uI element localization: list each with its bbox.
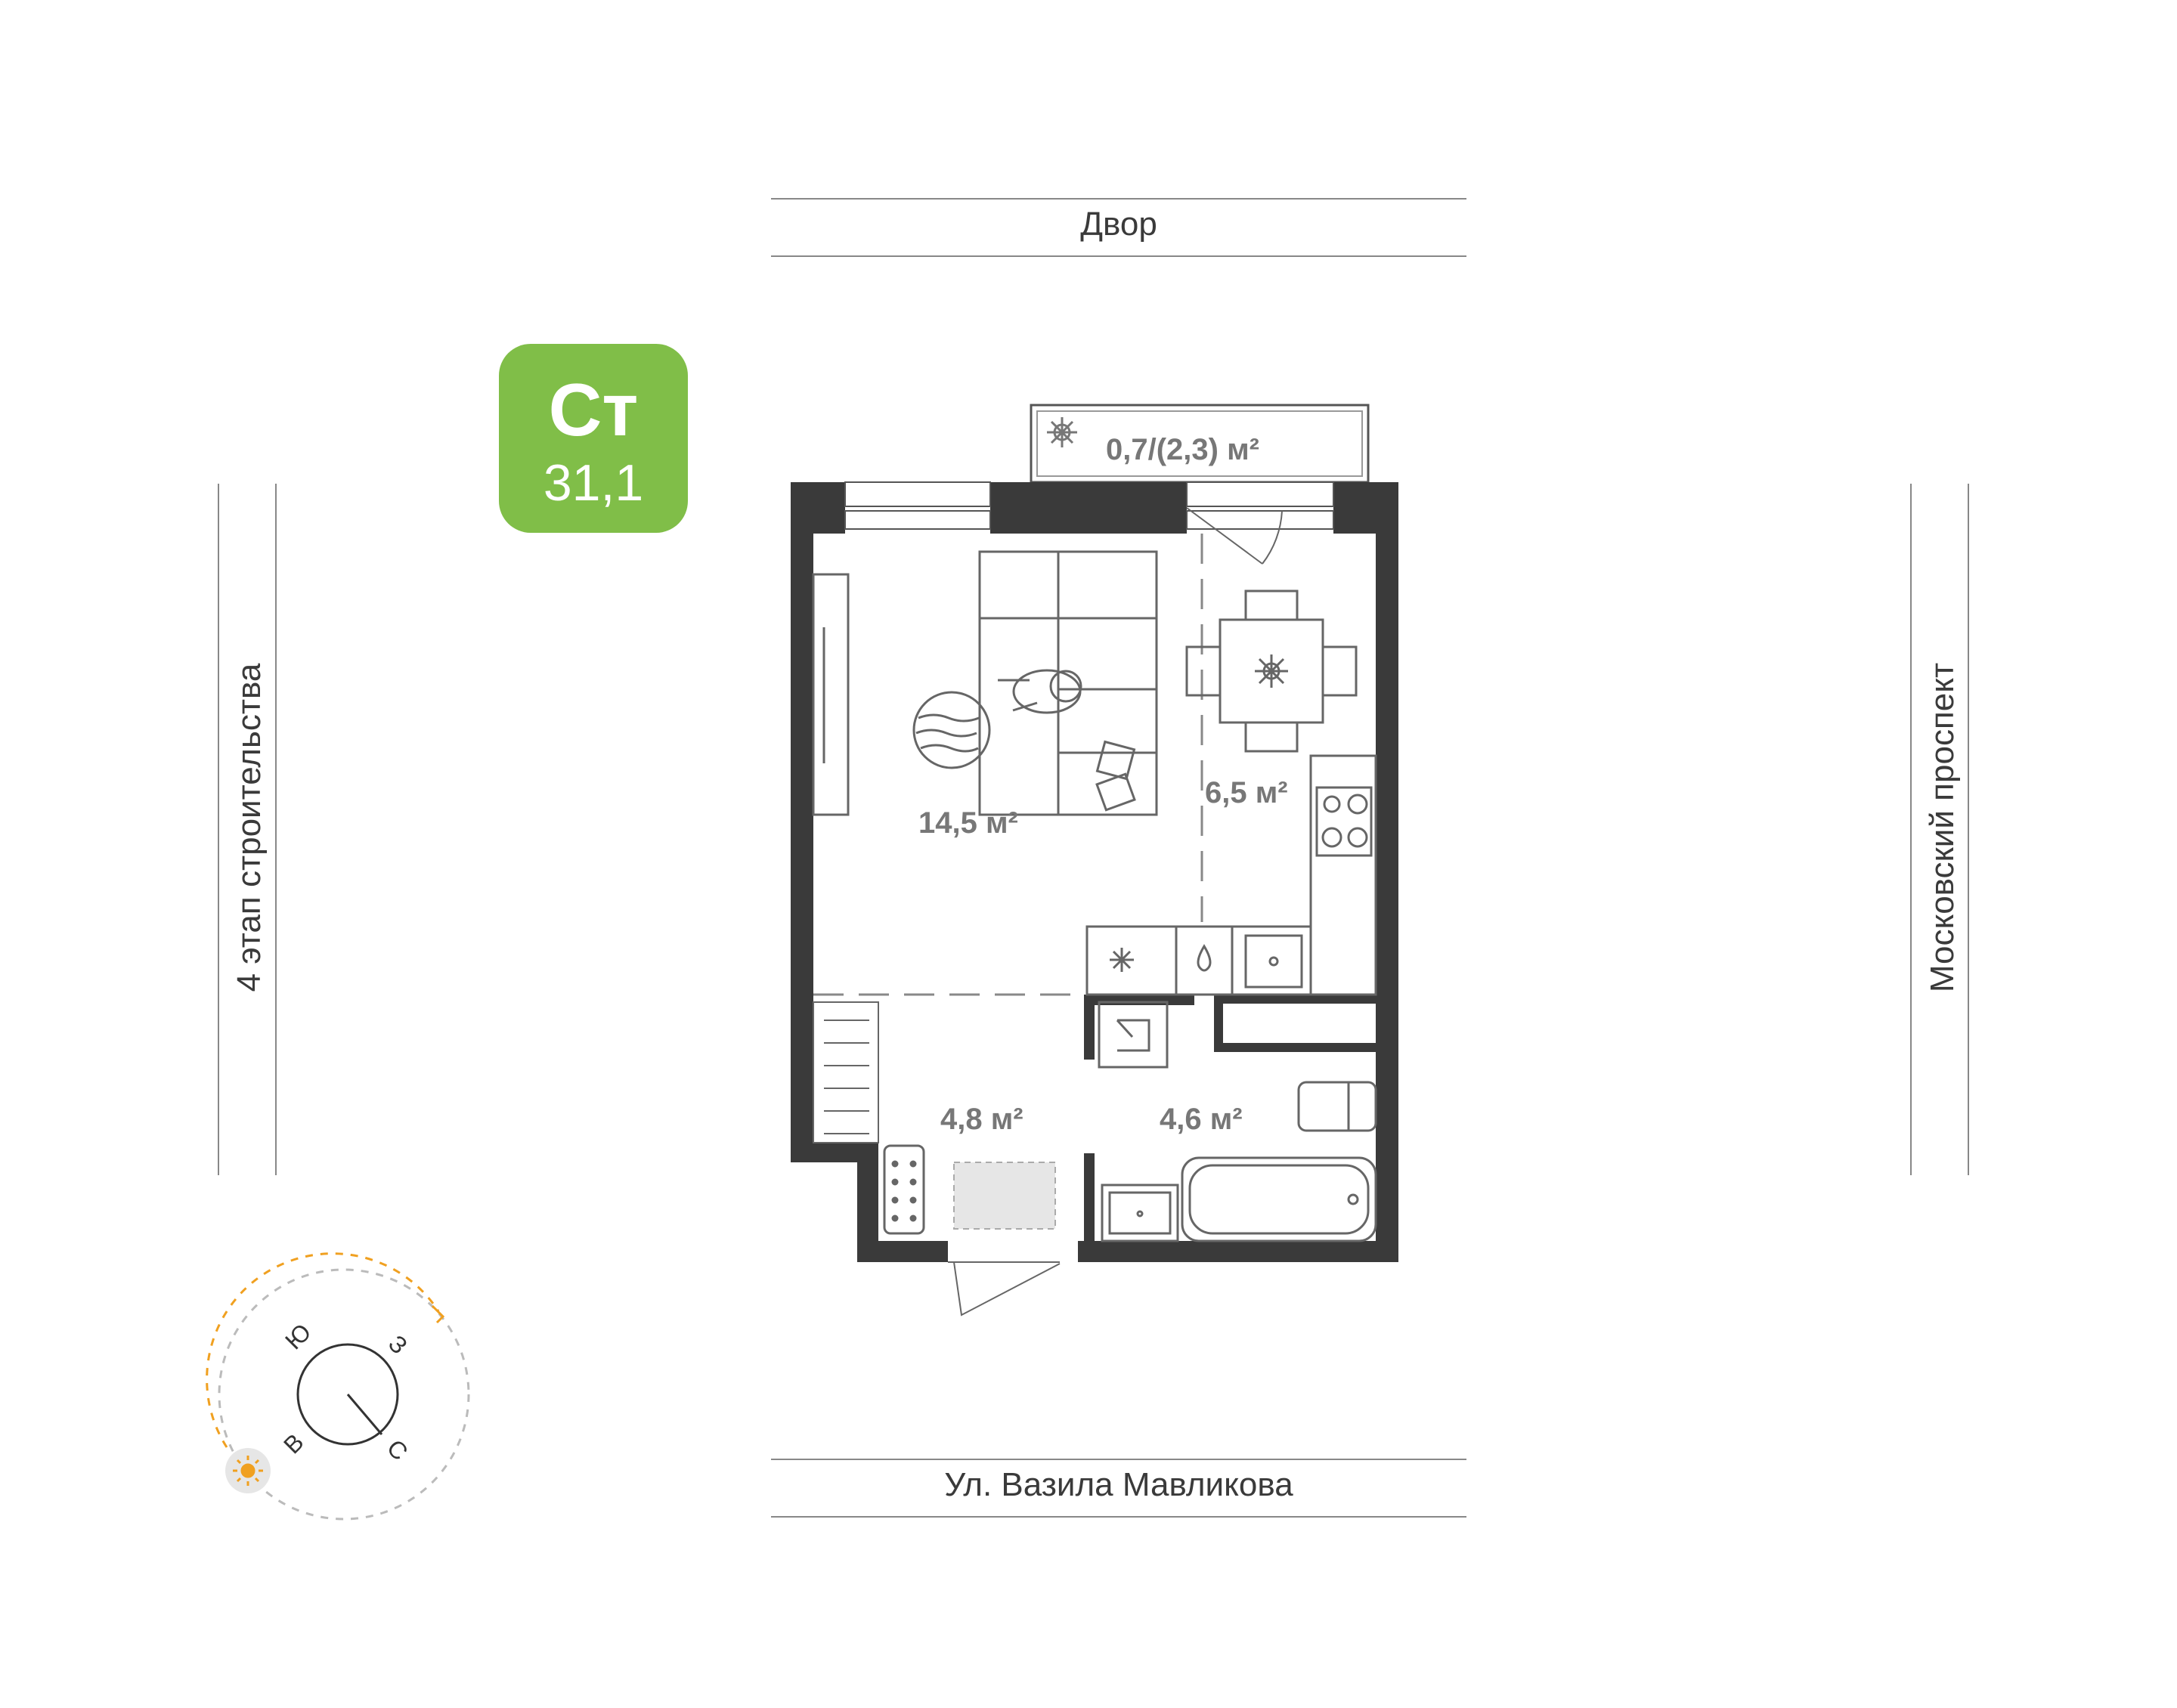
bathroom-fixtures [1098,1001,1377,1242]
bathroom-area: 4,6 м² [1160,1103,1243,1136]
bottom-street-label: Ул. Вазила Мавликова [944,1466,1293,1503]
left-street-line-outer [218,484,219,1175]
apartment-type-badge: Ст 31,1 [499,344,688,533]
kitchen-counter [1085,754,1377,996]
compass-west: З [383,1329,413,1359]
apartment-total-area: 31,1 [543,454,644,512]
compass-needle [346,1394,383,1435]
top-street-line-lower [771,255,1466,257]
table-flower-icon [1255,654,1288,688]
shoe-rack [883,1144,925,1235]
sun-arrow-icon [431,1304,445,1324]
sun-icon [233,1456,263,1486]
bottom-street-line-upper [771,1459,1466,1460]
top-street-line-upper [771,198,1466,200]
balcony-door [1186,507,1283,565]
dining-table [1185,589,1358,753]
zone-separators [813,534,1203,996]
balcony: 0,7/(2,3) м² [1030,404,1370,484]
hall-wardrobe [813,1001,879,1143]
compass-dial [296,1343,399,1446]
compass-south: Ю [280,1318,316,1354]
dishwasher-drop-icon [1197,944,1212,972]
sofa [978,550,1158,816]
compass: Ю З В С [206,1252,470,1521]
person-figure [998,669,1082,714]
round-rug [912,691,991,769]
door-mat [953,1162,1056,1230]
balcony-plant-icon [1047,417,1077,447]
hall-area: 4,8 м² [940,1103,1023,1136]
compass-east: В [278,1428,309,1459]
kitchen-area: 6,5 м² [1205,776,1288,809]
walls [791,482,1398,1262]
top-street-label: Двор [1080,206,1157,243]
balcony-area: 0,7/(2,3) м² [1106,433,1259,466]
entrance-door [948,1261,1061,1317]
compass-north: С [382,1434,413,1465]
fridge-snowflake-icon [1110,948,1134,972]
windows [844,481,1334,530]
apartment-type-label: Ст [548,368,639,451]
bottom-street-line-lower [771,1516,1466,1518]
sun-path-circle [218,1268,470,1521]
right-street-line-inner [1968,484,1969,1175]
right-street-line-outer [1910,484,1912,1175]
tv-stand [812,573,850,816]
sun-path-arc [206,1252,440,1448]
left-street-line-inner [275,484,277,1175]
living-room-area: 14,5 м² [918,806,1018,840]
